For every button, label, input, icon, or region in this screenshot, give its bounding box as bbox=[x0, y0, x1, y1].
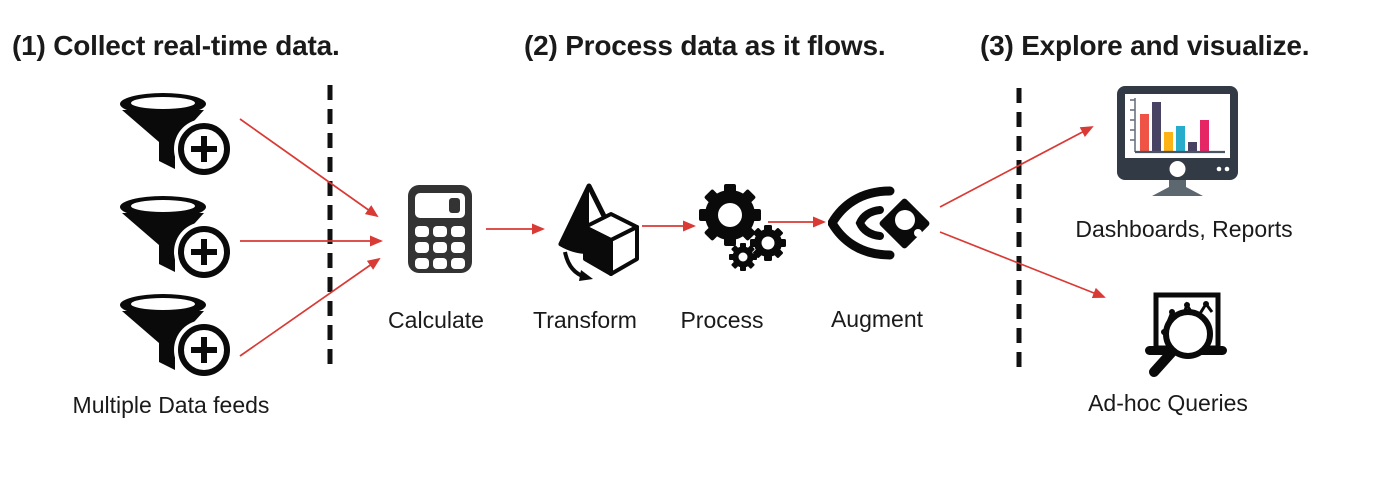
process-label: Process bbox=[680, 307, 764, 333]
calculator-icon bbox=[408, 185, 472, 273]
gear-medium bbox=[750, 225, 786, 261]
transform-label: Transform bbox=[533, 307, 637, 333]
gears-icon bbox=[696, 183, 792, 275]
arrow-augment-to-dashboards bbox=[939, 126, 1094, 208]
funnel-plus-icon-2 bbox=[118, 195, 230, 279]
cone-cube-rotate-icon bbox=[553, 182, 645, 282]
cube bbox=[583, 212, 639, 276]
calculate-label: Calculate bbox=[388, 307, 484, 333]
dashboards-label: Dashboards, Reports bbox=[1075, 216, 1293, 242]
monitor-stand bbox=[1152, 180, 1203, 196]
arrow-feed3-to-calculate bbox=[239, 257, 381, 357]
calculator-keys bbox=[415, 226, 465, 269]
adhoc-label: Ad-hoc Queries bbox=[1088, 390, 1248, 416]
gear-small bbox=[729, 243, 757, 271]
section-title-collect: (1) Collect real-time data. bbox=[12, 30, 340, 61]
augment-label: Augment bbox=[830, 306, 924, 332]
eye-lens-icon bbox=[828, 186, 934, 260]
monitor-bar-chart-icon bbox=[1117, 86, 1238, 208]
section-title-explore: (3) Explore and visualize. bbox=[980, 30, 1310, 61]
bar-chart-bars bbox=[1140, 102, 1209, 152]
lens-diamond bbox=[879, 198, 930, 249]
funnel-body bbox=[122, 110, 204, 169]
eye-outline bbox=[828, 186, 895, 260]
feeds-label: Multiple Data feeds bbox=[72, 392, 270, 418]
magnifier bbox=[1149, 309, 1213, 377]
funnel-plus-icon-3 bbox=[118, 293, 230, 377]
funnel-plus-icon-1 bbox=[118, 92, 230, 176]
arrow-feed1-to-calculate bbox=[239, 118, 379, 218]
arrow-augment-to-adhoc bbox=[939, 231, 1106, 299]
section-title-process: (2) Process data as it flows. bbox=[524, 30, 886, 61]
laptop-magnifier-icon bbox=[1140, 292, 1232, 380]
gear-large bbox=[699, 184, 761, 246]
eye-inner-arc bbox=[855, 206, 884, 240]
chart-axis bbox=[1130, 98, 1136, 152]
monitor-button bbox=[1169, 161, 1186, 177]
